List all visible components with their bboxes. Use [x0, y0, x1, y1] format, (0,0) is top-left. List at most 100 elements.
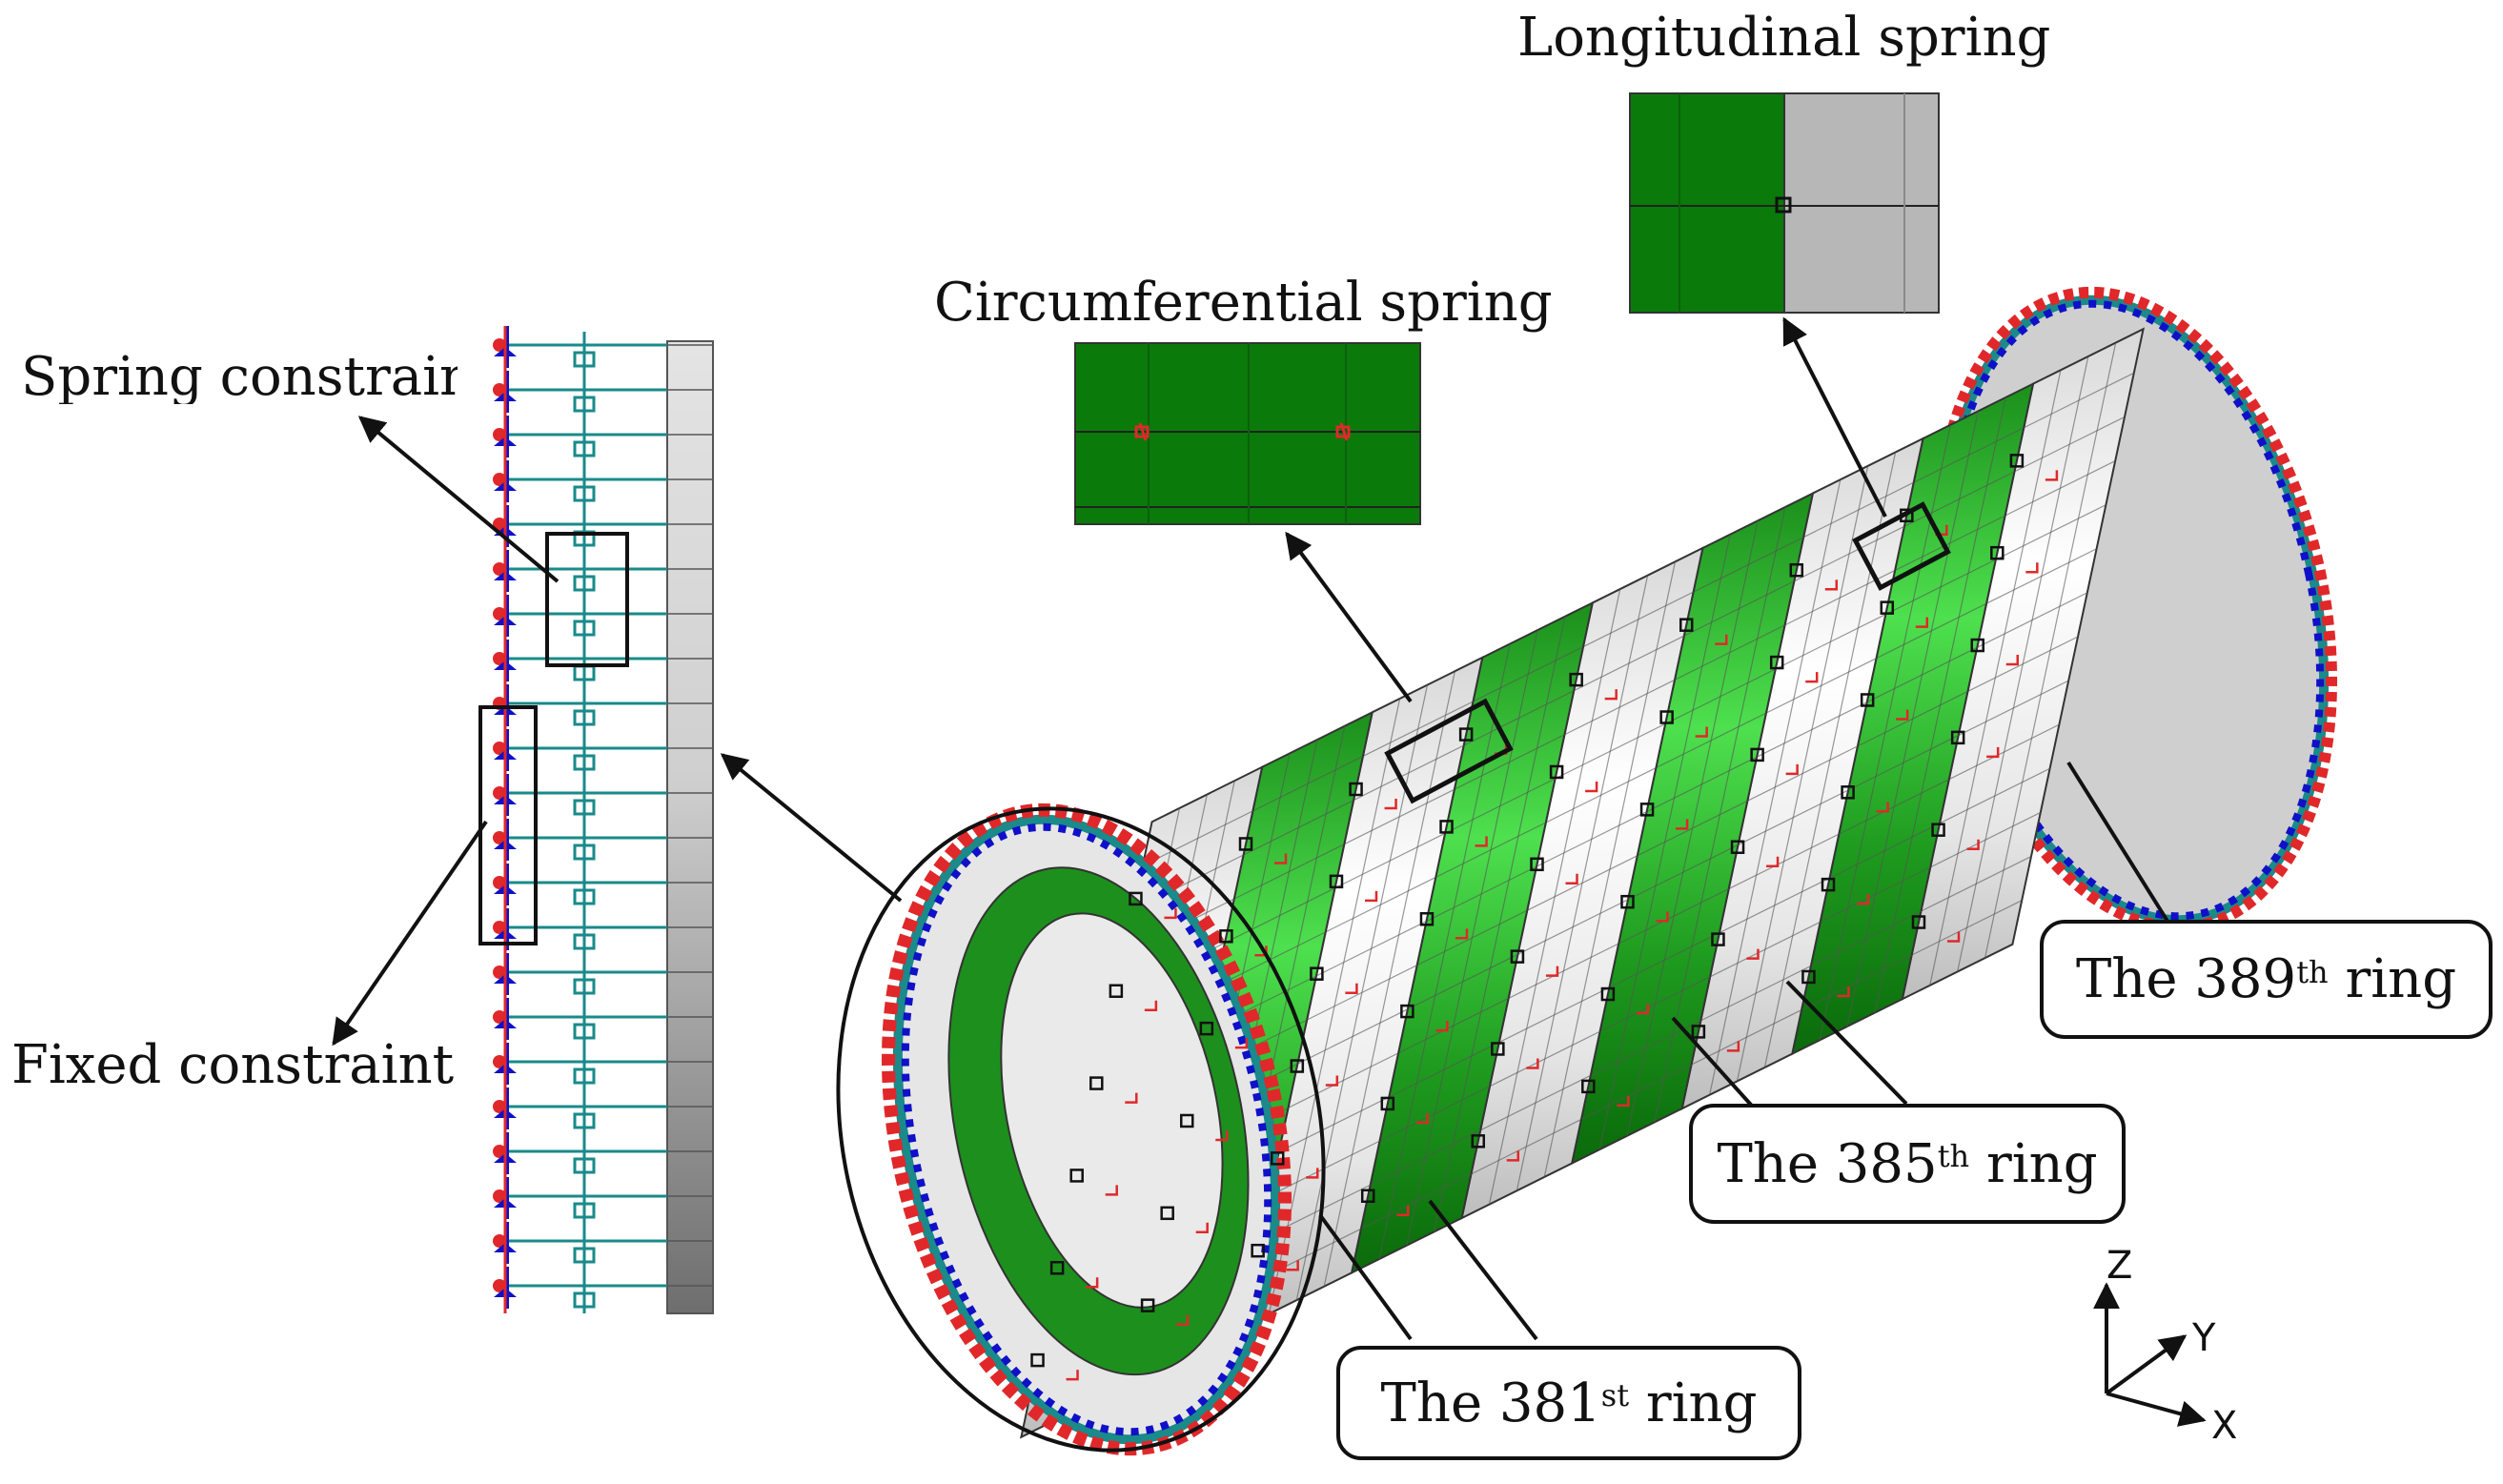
- mesh-line: [1929, 370, 2062, 986]
- circumferential-spring-icon: [1585, 781, 1598, 793]
- fixed-node-red-icon: [493, 1010, 506, 1024]
- mesh-line: [1488, 588, 1621, 1205]
- mesh-line: [1957, 356, 2089, 972]
- leader-389: [2066, 761, 2170, 925]
- circumferential-spring-icon: [1345, 983, 1358, 994]
- circumferential-spring-icon: [1837, 986, 1850, 998]
- longitudinal-spring-icon: [1659, 710, 1674, 724]
- mesh-line: [1736, 465, 1869, 1082]
- circumferential-spring-label: Circumferential spring: [934, 272, 1553, 334]
- leader-385b: [1785, 980, 1908, 1106]
- lining-strip: [666, 340, 714, 1314]
- fixed-node-red-icon: [493, 1145, 506, 1158]
- longitudinal-spring-icon: [1970, 638, 1984, 653]
- fixed-constraint-label: Fixed constraint: [11, 1034, 455, 1096]
- mesh-line: [1763, 452, 1897, 1068]
- mesh-line: [1984, 342, 2117, 959]
- longitudinal-spring-icon: [1199, 1021, 1214, 1036]
- fixed-node-red-icon: [493, 876, 506, 889]
- longitudinal-spring-icon: [1569, 672, 1583, 687]
- ring-389-post: ring: [2328, 948, 2457, 1010]
- circumferential-spring-icon: [1176, 1314, 1190, 1326]
- circumferential-spring-icon: [1105, 1185, 1118, 1196]
- longitudinal-spring-icon: [1329, 874, 1344, 889]
- longitudinal-spring-icon: [1089, 1076, 1104, 1090]
- circumferential-spring-icon: [1676, 819, 1689, 830]
- leader-385: [1671, 1016, 1760, 1115]
- spring-constraint-label: Spring constraint: [21, 351, 458, 404]
- circumferential-spring-icon: [1396, 1205, 1410, 1217]
- longitudinal-spring-icon: [1821, 877, 1836, 892]
- x-axis-line: [2106, 1392, 2207, 1427]
- circumferential-spring-icon: [2045, 470, 2059, 481]
- tunnel-body: [881, 286, 2338, 1456]
- mesh-line: [1434, 616, 1566, 1232]
- fixed-node-red-icon: [493, 742, 506, 755]
- circumferential-spring-icon: [1125, 1092, 1138, 1104]
- circumferential-spring-icon: [1617, 1095, 1630, 1108]
- longitudinal-spring-icon: [1400, 1004, 1414, 1019]
- longitudinal-spring-icon: [1030, 1352, 1045, 1368]
- circumferential-spring-icon: [1746, 948, 1760, 960]
- longitudinal-spring-icon: [1109, 984, 1124, 998]
- circumferential-spring-icon: [1715, 634, 1728, 645]
- longitudinal-spring-icon: [1251, 1243, 1265, 1258]
- longitudinal-spring-icon: [1549, 764, 1564, 780]
- mesh-line: [1543, 561, 1677, 1178]
- circumferential-spring-icon: [1785, 763, 1799, 776]
- mesh-line: [1626, 520, 1759, 1136]
- arrow-fixed-constraint: [332, 820, 488, 1047]
- longitudinal-spring-icon: [1730, 840, 1745, 855]
- longitudinal-spring-icon: [1691, 1025, 1706, 1039]
- longitudinal-spring-icon: [1471, 1134, 1486, 1149]
- arrow-end-detail: [720, 753, 903, 903]
- fixed-node-red-icon: [493, 338, 506, 352]
- arrow-longitudinal: [1782, 316, 1887, 518]
- longitudinal-spring-icon: [1950, 730, 1965, 745]
- longitudinal-spring-icon: [1769, 655, 1784, 670]
- longitudinal-spring-icon: [1270, 1151, 1285, 1166]
- longitudinal-spring-icon: [1238, 837, 1253, 851]
- longitudinal-spring-icon: [1491, 1042, 1505, 1056]
- mesh-line: [1874, 396, 2006, 1013]
- fixed-node-red-icon: [493, 966, 506, 979]
- circumferential-spring-icon: [1435, 1021, 1449, 1032]
- longitudinal-spring-icon: [1219, 929, 1233, 944]
- fixed-node-red-icon: [493, 518, 506, 531]
- circumferential-spring-icon: [1306, 1168, 1319, 1179]
- axis-triad: [2093, 1282, 2207, 1427]
- longitudinal-spring-icon: [1750, 747, 1764, 762]
- longitudinal-spring-icon: [1380, 1096, 1395, 1111]
- circumferential-spring-icon: [1545, 966, 1559, 977]
- circumferential-spring-icon: [1604, 689, 1618, 701]
- longitudinal-spring-icon: [1349, 782, 1363, 797]
- constraint-detail-strip: [478, 326, 714, 1314]
- end-highlight-ellipse: [836, 806, 1326, 1453]
- ring-385-sup: th: [1937, 1138, 1970, 1174]
- fixed-node-red-icon: [493, 1189, 506, 1203]
- fixed-node-red-icon: [493, 786, 506, 800]
- fixed-node-red-icon: [493, 473, 506, 486]
- longitudinal-spring-icon: [1990, 545, 2004, 560]
- fixed-node-red-icon: [493, 831, 506, 844]
- longitudinal-spring-label: Longitudinal spring: [1517, 7, 2051, 69]
- mesh-line: [1819, 424, 1951, 1041]
- circumferential-spring-icon: [1066, 1370, 1079, 1381]
- ring-381-post: ring: [1629, 1372, 1758, 1434]
- circumferential-spring-icon: [1946, 931, 1961, 943]
- circumferential-spring-icon: [1384, 799, 1397, 810]
- spring-symbol-icon: [1335, 422, 1351, 441]
- circumferential-spring-icon: [2005, 655, 2019, 666]
- longitudinal-spring-icon: [1290, 1059, 1305, 1073]
- longitudinal-spring-icon: [1160, 1206, 1174, 1221]
- fixed-node-red-icon: [493, 1234, 506, 1248]
- circumferential-spring-icon: [1506, 1150, 1520, 1162]
- circumferential-spring-icon: [1805, 672, 1819, 683]
- longitudinal-spring-icon: [2009, 454, 2025, 468]
- longitudinal-spring-icon: [1310, 966, 1324, 981]
- spring-symbol-icon: [1134, 422, 1150, 441]
- longitudinal-spring-icon: [1639, 803, 1655, 817]
- longitudinal-spring-marker: [1852, 501, 1951, 591]
- longitudinal-spring-icon: [1360, 1189, 1375, 1204]
